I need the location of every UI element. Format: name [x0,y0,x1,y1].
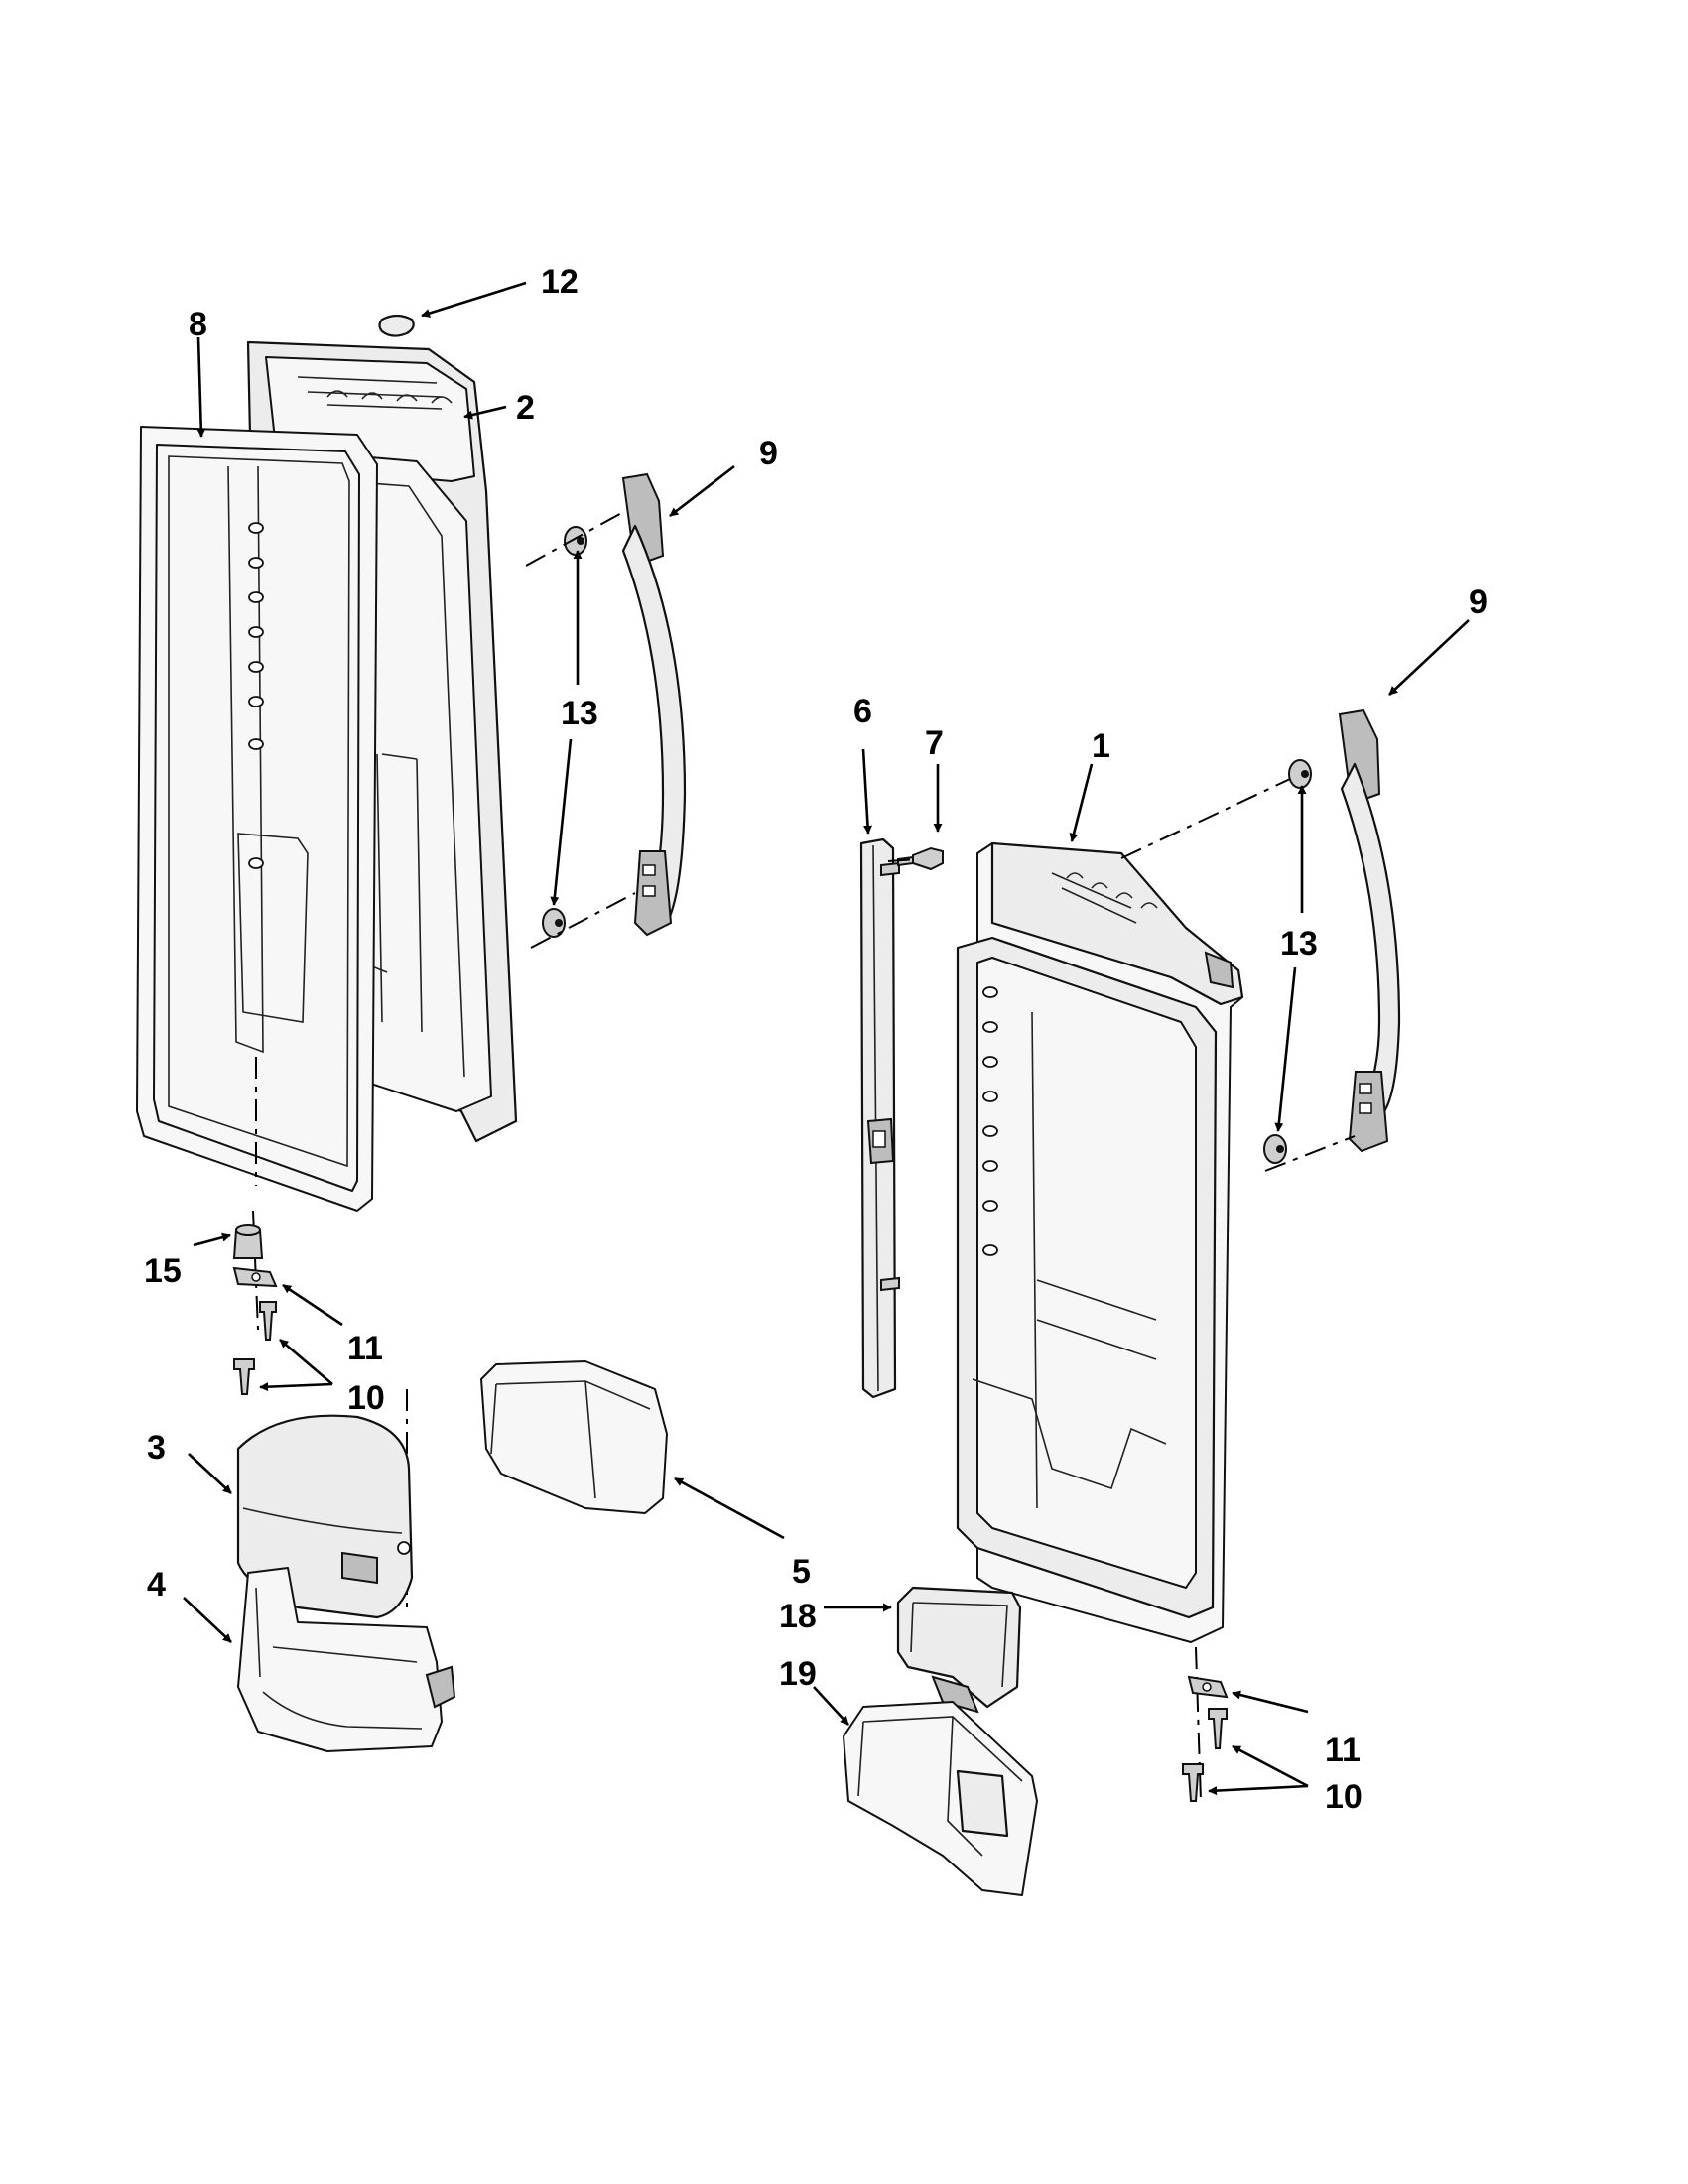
callout-2: 2 [516,389,535,427]
callout-6: 6 [853,693,872,730]
part-7-screw [897,846,944,871]
callout-18: 18 [779,1598,817,1635]
callout-13-right: 13 [1280,925,1318,963]
part-18-bin-insert [896,1586,1022,1714]
callout-5: 5 [792,1553,811,1591]
leader-arrows [183,281,1470,1796]
callout-9-right: 9 [1469,583,1488,621]
callout-10-left: 10 [347,1379,385,1417]
part-9-right-door-handle [1338,708,1401,1153]
callout-9-left: 9 [759,435,778,472]
callout-1: 1 [1092,727,1110,765]
part-1-right-door [956,841,1244,1643]
part-10-left-screws [233,1301,277,1395]
right-assembly-centerlines [1120,778,1356,1802]
callout-13-left: 13 [561,695,598,732]
part-19-bin-holder [843,1701,1038,1896]
part-10-right-screws [1182,1708,1228,1802]
callout-3: 3 [147,1429,166,1467]
part-3-dairy-door [236,1414,414,1619]
callout-10-right: 10 [1325,1778,1363,1816]
callout-12: 12 [541,263,579,301]
part-4-dairy-bin [237,1567,456,1752]
part-8-left-door-gasket [136,426,378,1212]
part-7-centerline [887,858,919,862]
callout-labels: 12 8 2 9 13 9 6 7 1 13 15 11 10 3 4 5 18… [144,263,1488,1816]
callout-11-right: 11 [1325,1732,1361,1769]
callout-7: 7 [925,724,944,762]
part-15-hinge-pin [232,1224,264,1259]
part-11-right-washer [1187,1675,1229,1699]
part-11-left-washer [232,1266,278,1288]
callout-4: 4 [147,1566,166,1604]
part-6-flip-mullion [859,837,900,1399]
part-12-plug [378,314,415,337]
part-5-door-bin [480,1360,668,1514]
part-13-right-handle-studs [1263,759,1312,1164]
callout-8: 8 [189,306,207,343]
callout-11-left: 11 [347,1330,383,1367]
part-9-left-door-handle [621,472,687,937]
callout-15: 15 [144,1252,182,1290]
callout-19: 19 [779,1655,817,1693]
